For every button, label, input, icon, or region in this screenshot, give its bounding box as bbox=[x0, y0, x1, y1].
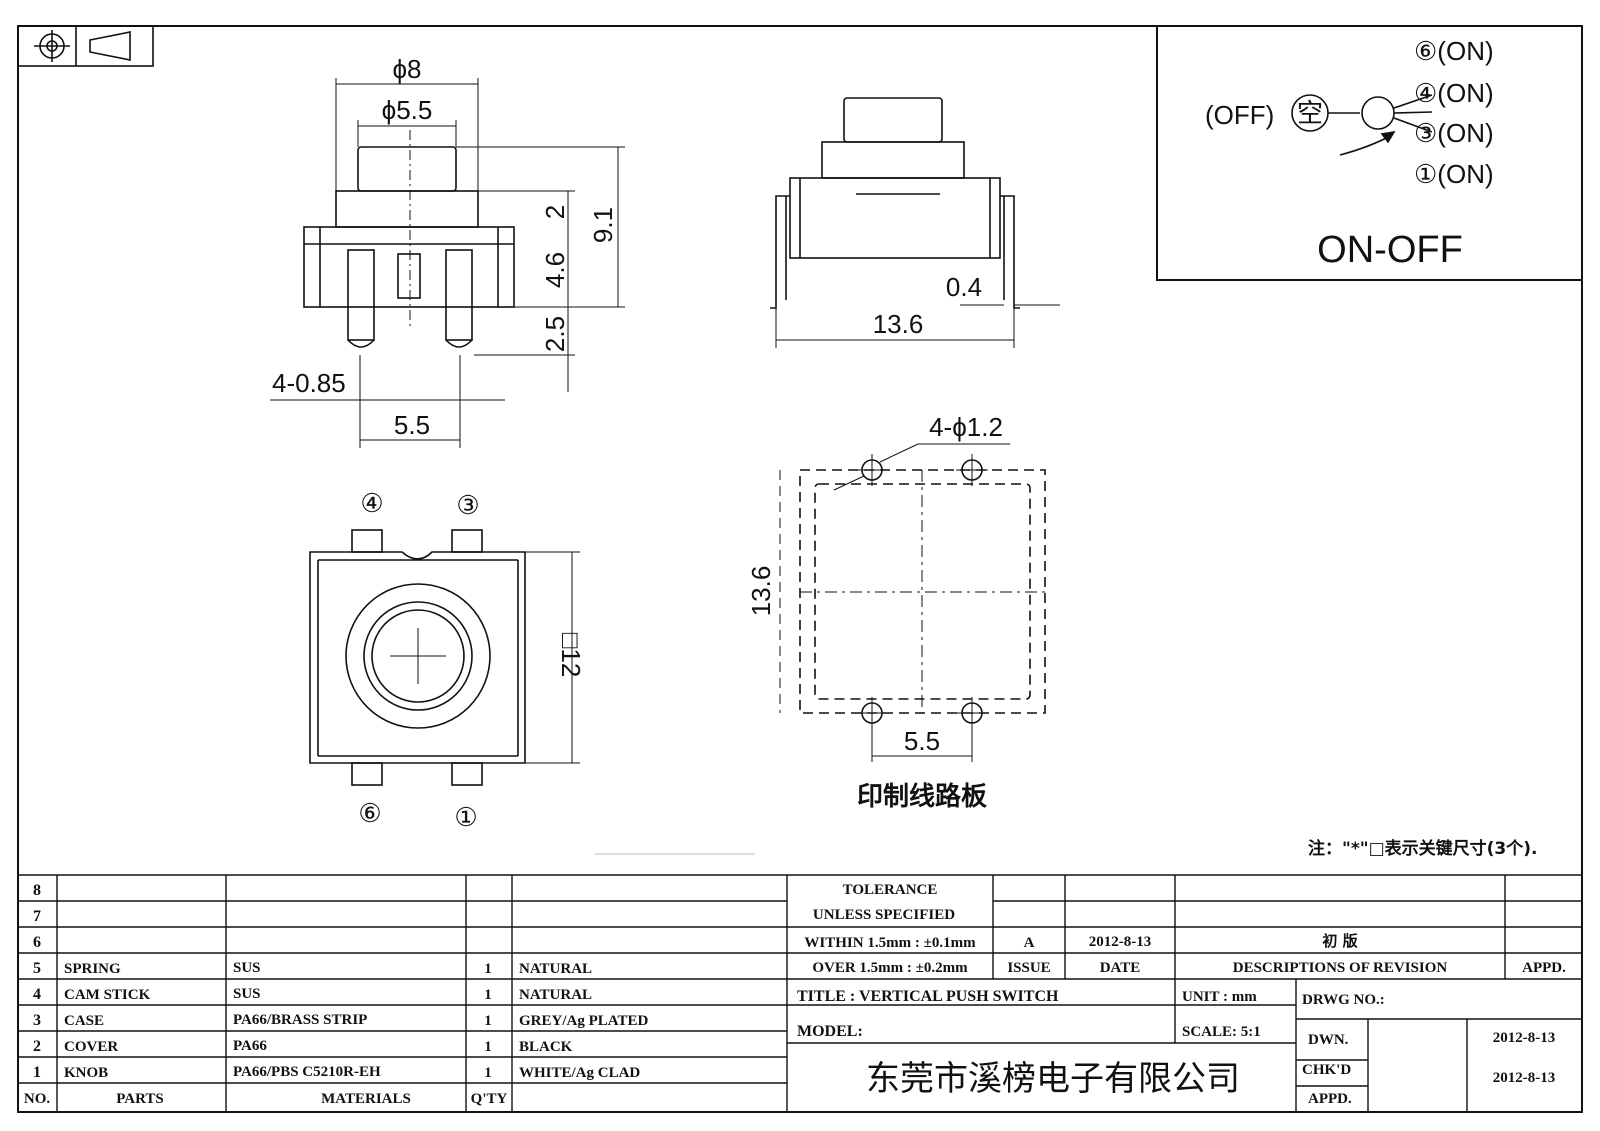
bottom-pin4: ④ bbox=[360, 488, 383, 518]
approved-label: APPD. bbox=[1308, 1091, 1352, 1107]
drawn-date: 2012-8-13 bbox=[1493, 1030, 1556, 1046]
drawn-label: DWN. bbox=[1308, 1032, 1349, 1048]
table-header-no: NO. bbox=[24, 1091, 51, 1107]
description-header: DESCRIPTIONS OF REVISION bbox=[1233, 960, 1448, 976]
table-cell-material: PA66/BRASS STRIP bbox=[233, 1012, 367, 1028]
switch-schematic bbox=[1291, 94, 1433, 156]
table-row: 8 bbox=[33, 882, 41, 899]
pcb-pitch: 5.5 bbox=[904, 726, 940, 756]
dim-side-width: 13.6 bbox=[873, 309, 924, 339]
table-cell-material: PA66 bbox=[233, 1038, 267, 1054]
table-cell-part: CASE bbox=[64, 1013, 104, 1029]
sheet-border bbox=[17, 25, 1583, 1113]
table-row: 6 bbox=[33, 934, 41, 951]
table-cell-finish: NATURAL bbox=[519, 961, 592, 977]
parts-table: 8 7 6 5 SPRING SUS 1 NATURAL 4 CAM STICK… bbox=[24, 882, 649, 1107]
note-text: 注："*"□表示关键尺寸(3个). bbox=[1308, 838, 1538, 859]
pcb-hole-size: 4-ϕ1.2 bbox=[929, 412, 1003, 442]
tolerance-line-3: WITHIN 1.5mm : ±0.1mm bbox=[804, 935, 976, 951]
table-cell-part: COVER bbox=[64, 1039, 118, 1055]
table-header-materials: MATERIALS bbox=[321, 1091, 411, 1107]
dim-pin-pitch: 5.5 bbox=[394, 410, 430, 440]
schematic-pin6: ⑥(ON) bbox=[1414, 36, 1494, 66]
schematic-pin3: ③(ON) bbox=[1414, 118, 1494, 148]
revision-date: 2012-8-13 bbox=[1089, 934, 1152, 950]
issue-header: ISSUE bbox=[1007, 960, 1050, 976]
dim-pin-size: 4-0.85 bbox=[272, 368, 346, 398]
table-cell-material: SUS bbox=[233, 986, 261, 1002]
table-cell-finish: GREY/Ag PLATED bbox=[519, 1013, 648, 1029]
dim-body-height: 4.6 bbox=[540, 252, 570, 288]
table-cell-finish: WHITE/Ag CLAD bbox=[519, 1065, 640, 1081]
table-cell-qty: 1 bbox=[484, 1039, 492, 1055]
model-label: MODEL: bbox=[797, 1023, 863, 1040]
side-view bbox=[770, 97, 1060, 348]
title-block-grid bbox=[18, 874, 1582, 1112]
table-header-parts: PARTS bbox=[116, 1091, 164, 1107]
projection-symbol-icon bbox=[17, 25, 154, 67]
table-cell-no: 1 bbox=[33, 1064, 41, 1081]
schematic-off-char: 空 bbox=[1297, 99, 1323, 129]
drawing-title: TITLE : VERTICAL PUSH SWITCH bbox=[797, 988, 1059, 1005]
checked-label: CHK'D bbox=[1302, 1062, 1351, 1078]
bottom-view bbox=[309, 529, 580, 786]
bottom-pin1: ① bbox=[454, 802, 477, 832]
table-cell-no: 2 bbox=[33, 1038, 41, 1055]
table-cell-finish: BLACK bbox=[519, 1039, 573, 1055]
dim-inner-dia: ϕ5.5 bbox=[382, 95, 433, 125]
revision-description: 初 版 bbox=[1322, 932, 1357, 950]
table-row: 7 bbox=[33, 908, 41, 925]
dim-total-height: 9.1 bbox=[588, 207, 618, 243]
table-cell-part: CAM STICK bbox=[64, 987, 151, 1003]
tolerance-line-2: UNLESS SPECIFIED bbox=[813, 907, 955, 923]
table-cell-qty: 1 bbox=[484, 987, 492, 1003]
table-cell-qty: 1 bbox=[484, 1013, 492, 1029]
dim-outer-dia: ϕ8 bbox=[392, 54, 421, 84]
table-cell-material: PA66/PBS C5210R-EH bbox=[233, 1064, 381, 1080]
dim-lead-thickness: 0.4 bbox=[946, 272, 982, 302]
table-cell-no: 3 bbox=[33, 1012, 41, 1029]
schematic-off-label: (OFF) bbox=[1205, 100, 1274, 130]
tolerance-line-4: OVER 1.5mm : ±0.2mm bbox=[812, 960, 968, 976]
table-cell-qty: 1 bbox=[484, 961, 492, 977]
table-cell-no: 4 bbox=[33, 986, 41, 1003]
front-view bbox=[270, 78, 625, 448]
pcb-layout bbox=[779, 443, 1046, 762]
tolerance-line-1: TOLERANCE bbox=[843, 882, 938, 898]
dim-button-height: 2 bbox=[540, 205, 570, 219]
bottom-pin3: ③ bbox=[456, 490, 479, 520]
drawing-number-label: DRWG NO.: bbox=[1302, 992, 1385, 1008]
pcb-size: 13.6 bbox=[746, 566, 776, 617]
dim-pin-height: 2.5 bbox=[540, 316, 570, 352]
table-cell-no: 5 bbox=[33, 960, 41, 977]
table-cell-qty: 1 bbox=[484, 1065, 492, 1081]
table-header-qty: Q'TY bbox=[471, 1091, 508, 1107]
table-cell-part: KNOB bbox=[64, 1065, 108, 1081]
appd-header: APPD. bbox=[1522, 960, 1566, 976]
schematic-mode: ON-OFF bbox=[1317, 229, 1463, 271]
schematic-box bbox=[1156, 25, 1583, 281]
date-header: DATE bbox=[1100, 960, 1141, 976]
checked-date: 2012-8-13 bbox=[1493, 1070, 1556, 1086]
pcb-label: 印制线路板 bbox=[857, 781, 987, 812]
schematic-pin4: ④(ON) bbox=[1414, 78, 1494, 108]
scale-label: SCALE: 5:1 bbox=[1182, 1024, 1261, 1040]
revision-issue: A bbox=[1024, 935, 1035, 951]
table-cell-finish: NATURAL bbox=[519, 987, 592, 1003]
table-cell-part: SPRING bbox=[64, 961, 121, 977]
company-name: 东莞市溪榜电子有限公司 bbox=[866, 1059, 1240, 1099]
schematic-pin1: ①(ON) bbox=[1414, 159, 1494, 189]
dim-body-size: □12 bbox=[556, 633, 586, 678]
table-cell-material: SUS bbox=[233, 960, 261, 976]
unit-label: UNIT : mm bbox=[1182, 989, 1257, 1005]
bottom-pin6: ⑥ bbox=[358, 798, 381, 828]
